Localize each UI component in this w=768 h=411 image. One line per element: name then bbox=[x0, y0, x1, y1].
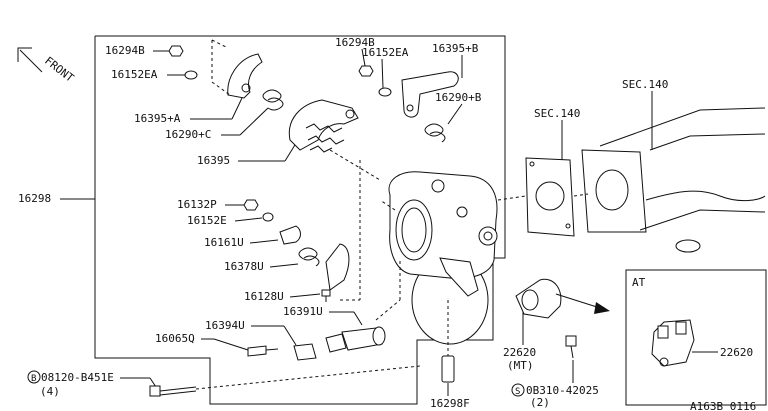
bolt-s-prefix: S bbox=[515, 387, 520, 397]
label-16128u: 16128U bbox=[244, 290, 284, 303]
label-22620-at: 22620 bbox=[720, 346, 753, 359]
nut-16294b-a bbox=[168, 45, 184, 57]
return-spring-16395 bbox=[305, 123, 345, 153]
label-16298f: 16298F bbox=[430, 397, 470, 410]
front-arrow-icon bbox=[17, 47, 43, 73]
intake-manifold-sec140 bbox=[581, 107, 766, 253]
label-16152e: 16152E bbox=[187, 214, 227, 227]
throttle-position-sensor-mt bbox=[515, 278, 562, 319]
throttle-body bbox=[388, 171, 498, 345]
label-16161u: 16161U bbox=[204, 236, 244, 249]
washer-16152e bbox=[262, 212, 274, 222]
at-inset-frame bbox=[625, 269, 767, 406]
bolt-b-marker: B bbox=[27, 370, 41, 384]
label-16294b-a: 16294B bbox=[105, 44, 145, 57]
label-08120-b451e: 08120-B451E bbox=[41, 371, 114, 384]
washer-16152ea-a bbox=[184, 70, 198, 80]
nut-16294b-b bbox=[358, 65, 374, 77]
label-16391u: 16391U bbox=[283, 305, 323, 318]
lever-16161u bbox=[279, 225, 301, 245]
label-16290b: 16290+B bbox=[435, 91, 482, 104]
label-sec140-b: SEC.140 bbox=[622, 78, 668, 91]
label-22620-mt: 22620 bbox=[503, 346, 536, 359]
label-16395b: 16395+B bbox=[432, 42, 479, 55]
label-08120-qty: (4) bbox=[40, 385, 60, 398]
label-16395a: 16395+A bbox=[134, 112, 181, 125]
label-16298: 16298 bbox=[18, 192, 51, 205]
label-16394u: 16394U bbox=[205, 319, 245, 332]
screw-16128u bbox=[321, 289, 331, 302]
label-16152ea-b: 16152EA bbox=[362, 46, 409, 59]
bracket-16394u bbox=[293, 343, 317, 361]
label-16395: 16395 bbox=[197, 154, 230, 167]
label-16132p: 16132P bbox=[177, 198, 217, 211]
label-0b310-qty: (2) bbox=[530, 396, 550, 409]
diagram-code: A163B 0116 bbox=[690, 400, 756, 411]
front-label: FRONT bbox=[42, 54, 76, 85]
bolt-b-prefix: B bbox=[31, 374, 36, 384]
spring-16290b bbox=[424, 123, 446, 143]
washer-16152ea-b bbox=[378, 87, 392, 97]
throttle-lever-16395 bbox=[288, 99, 359, 151]
lever-16395b bbox=[401, 71, 459, 118]
valve-16391u bbox=[325, 326, 386, 353]
plate-16378u bbox=[325, 243, 350, 291]
screw-16065q bbox=[247, 345, 279, 357]
bolt-08120-b451e bbox=[149, 385, 197, 397]
label-16065q: 16065Q bbox=[155, 332, 195, 345]
label-16152ea-a: 16152EA bbox=[111, 68, 158, 81]
label-16290c: 16290+C bbox=[165, 128, 211, 141]
assembly-frame bbox=[94, 35, 506, 405]
spring-16290c bbox=[262, 89, 284, 111]
throttle-cam-16395a bbox=[227, 53, 263, 99]
label-mt: (MT) bbox=[507, 359, 534, 372]
label-sec140-a: SEC.140 bbox=[534, 107, 580, 120]
at-label: AT bbox=[632, 276, 646, 289]
gasket-sec140 bbox=[525, 157, 575, 237]
spring-16378u bbox=[298, 247, 320, 267]
bolt-s-marker: S bbox=[511, 383, 525, 397]
label-16294b-b: 16294B bbox=[335, 36, 375, 49]
label-0b310-42025: 0B310-42025 bbox=[526, 384, 599, 397]
label-16378u: 16378U bbox=[224, 260, 264, 273]
arrow-to-at-icon bbox=[555, 293, 610, 314]
nut-16132p bbox=[243, 199, 259, 211]
screw-0b310-42025 bbox=[565, 335, 577, 359]
plug-16298f bbox=[441, 300, 455, 383]
throttle-position-sensor-at bbox=[651, 319, 695, 367]
